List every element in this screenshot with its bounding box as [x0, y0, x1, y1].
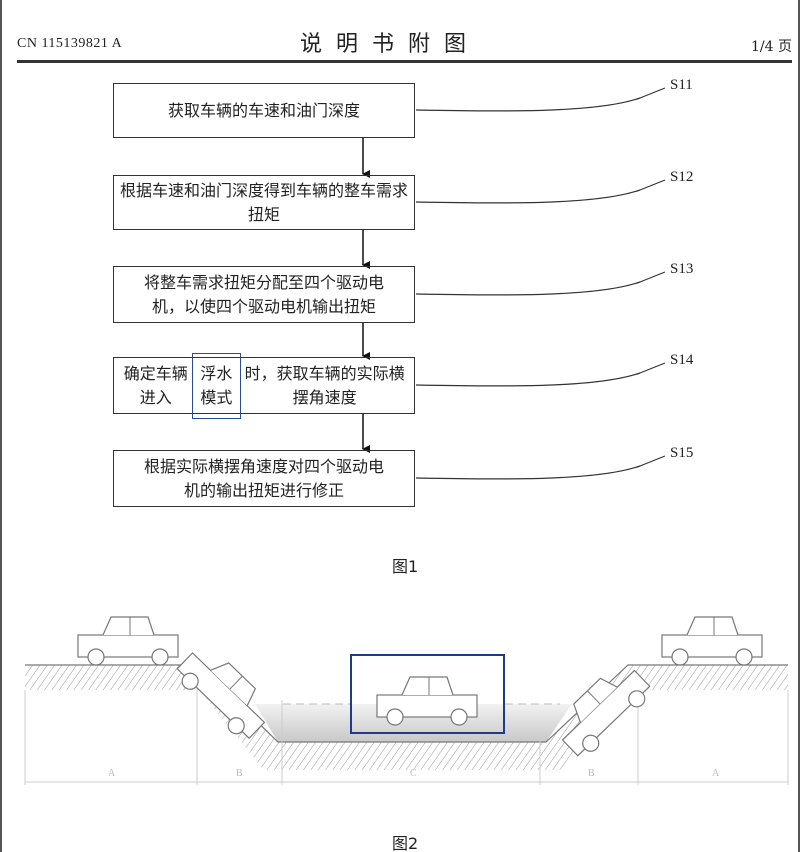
flow-step-s11: 获取车辆的车速和油门深度 [113, 83, 415, 138]
step-text: 根据车速和油门深度得到车辆的整车需求扭矩 [120, 180, 409, 224]
step-text: 确定车辆进入 [123, 363, 188, 407]
dimension-label-a-right: A [712, 768, 720, 779]
dimension-label-c: C [410, 768, 417, 779]
figure2-drawing [24, 616, 789, 785]
header-divider [17, 60, 792, 63]
step-label-s12: S12 [670, 169, 694, 185]
floating-mode-highlight [350, 654, 505, 734]
page-border-left [0, 0, 2, 852]
step-label-s13: S13 [670, 261, 694, 277]
page-border-right [798, 0, 800, 852]
car-on-ground-right [661, 616, 763, 666]
page-title: 说明书附图 [300, 32, 481, 57]
figure1-caption: 图1 [392, 557, 419, 576]
dimension-label-b-left: B [236, 768, 243, 779]
step-text: 将整车需求扭矩分配至四个驱动电机，以使四个驱动电机输出扭矩 [144, 272, 385, 316]
flow-step-s14: 确定车辆进入浮水模式时，获取车辆的实际横摆角速度 [113, 352, 415, 419]
step-text: 根据实际横摆角速度对四个驱动电机的输出扭矩进行修正 [144, 456, 385, 500]
step-label-s11: S11 [670, 77, 693, 93]
figure2-caption: 图2 [392, 834, 419, 852]
step-text: 时，获取车辆的实际横摆角速度 [244, 363, 405, 407]
floating-mode-highlight-text: 浮水模式 [191, 352, 242, 419]
publication-number: CN 115139821 A [17, 36, 123, 51]
step-text: 获取车辆的车速和油门深度 [167, 100, 360, 120]
step-leader-lines [415, 87, 666, 480]
page-number: 1/4 页 [751, 39, 792, 55]
flow-step-s13: 将整车需求扭矩分配至四个驱动电机，以使四个驱动电机输出扭矩 [113, 266, 415, 323]
dimension-labels: A B C B A [108, 768, 720, 779]
step-label-s15: S15 [670, 445, 694, 461]
car-on-ground-left [77, 616, 179, 666]
dimension-label-a-left: A [108, 768, 116, 779]
flow-step-s15: 根据实际横摆角速度对四个驱动电机的输出扭矩进行修正 [113, 450, 415, 507]
flow-step-s12: 根据车速和油门深度得到车辆的整车需求扭矩 [113, 175, 415, 230]
dimension-label-b-right: B [588, 768, 595, 779]
step-label-s14: S14 [670, 352, 694, 368]
